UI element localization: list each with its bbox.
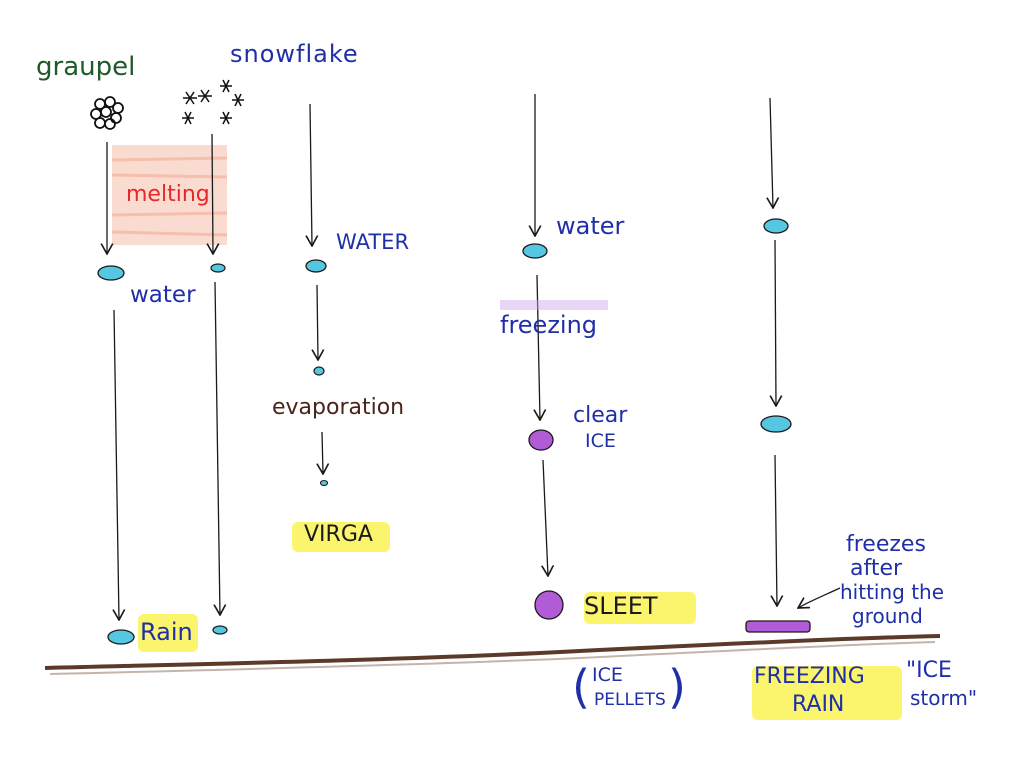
evaporation-label: evaporation xyxy=(272,395,405,420)
rain-label: Rain xyxy=(140,618,193,646)
ice-storm-line-2: storm" xyxy=(910,686,978,710)
ice-glaze xyxy=(745,620,811,633)
freezes-line-1: freezes xyxy=(846,532,926,557)
freezing-shade xyxy=(500,300,608,310)
graupel-icon xyxy=(90,96,124,130)
freezing-label: freezing xyxy=(500,311,598,339)
highlight-virga xyxy=(292,522,390,552)
clear-ice-drop xyxy=(528,429,554,451)
freezing-rain-line-1: FREEZING xyxy=(754,664,865,689)
water-label-2: WATER xyxy=(336,230,410,254)
tiny-drop xyxy=(319,479,329,487)
highlight-freezing-rain xyxy=(752,666,902,720)
rain-drop-small xyxy=(212,625,228,635)
supercooled-drop-2 xyxy=(760,415,792,433)
ice-label: ICE xyxy=(585,430,616,452)
snowflake-label: snowflake xyxy=(230,40,359,68)
sleet-path xyxy=(535,94,548,576)
highlight-rain xyxy=(138,614,198,652)
supercooled-drop xyxy=(763,218,789,234)
water-label-3: water xyxy=(556,212,625,240)
graupel-path xyxy=(107,142,119,620)
highlight-sleet xyxy=(584,592,696,624)
rain-drop xyxy=(107,629,135,645)
snowflake-icons xyxy=(182,79,244,125)
freezes-line-2: after xyxy=(850,556,903,581)
melting-label: melting xyxy=(126,182,210,207)
melting-shade xyxy=(111,145,228,245)
evaporating-drop xyxy=(313,366,325,376)
freezes-line-4: ground xyxy=(852,604,923,628)
water-drop-sleet xyxy=(522,243,548,259)
water-label-1: water xyxy=(130,282,196,308)
snowflake-path xyxy=(212,133,220,615)
sleet-label: SLEET xyxy=(584,592,658,620)
sleet-pellet xyxy=(534,590,564,620)
water-drop-virga xyxy=(305,259,327,273)
freezes-line-3: hitting the xyxy=(840,580,945,604)
ice-pellets-line-2: PELLETS xyxy=(594,690,666,710)
virga-path xyxy=(310,103,323,474)
virga-label: VIRGA xyxy=(304,522,373,547)
graupel-label: graupel xyxy=(36,52,136,82)
water-drop-small xyxy=(210,263,226,273)
ice-storm-line-1: "ICE xyxy=(906,658,952,683)
water-drop xyxy=(97,265,125,281)
freezing-rain-line-2: RAIN xyxy=(792,692,845,717)
ice-pellets-line-1: ICE xyxy=(592,664,623,686)
ground-line xyxy=(44,634,941,675)
clear-label: clear xyxy=(573,403,628,428)
ice-pellets-note: ( ICE PELLETS ) xyxy=(572,660,686,714)
freezing-rain-path xyxy=(770,97,841,608)
